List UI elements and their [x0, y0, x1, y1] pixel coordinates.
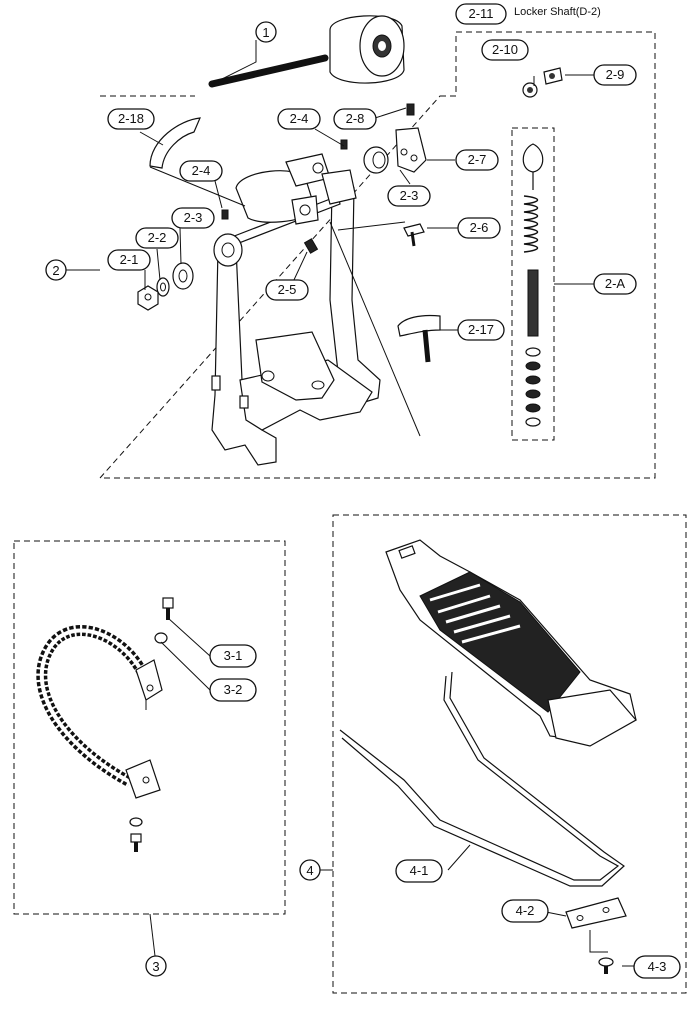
callout-2-9: 2-9: [593, 64, 637, 86]
svg-text:2-7: 2-7: [468, 152, 487, 167]
svg-text:2-4: 2-4: [290, 111, 309, 126]
group-2A-frame: [511, 127, 555, 441]
svg-text:3-2: 3-2: [224, 682, 243, 697]
svg-text:2-18: 2-18: [118, 111, 144, 126]
svg-text:2-3: 2-3: [400, 188, 419, 203]
callout-2-11: 2-11: [455, 3, 507, 25]
leader-lines-2: [66, 40, 594, 437]
header-caption: Locker Shaft(D-2): [514, 6, 601, 18]
callout-3-2: 3-2: [209, 678, 257, 702]
svg-text:2-4: 2-4: [192, 163, 211, 178]
group-4-frame: [332, 514, 687, 994]
callout-2-6: 2-6: [457, 217, 501, 239]
callout-2-A: 2-A: [593, 273, 637, 295]
svg-text:2-5: 2-5: [278, 282, 297, 297]
group-2-frame: [98, 31, 656, 479]
clamp-2-18-icon: [149, 117, 201, 169]
callout-3: 3: [145, 955, 167, 977]
callout-2-4-left: 2-4: [179, 160, 223, 182]
svg-text:4-2: 4-2: [516, 903, 535, 918]
callout-2-8: 2-8: [333, 108, 377, 130]
spring-icon: [522, 143, 544, 427]
callout-4-3: 4-3: [633, 955, 681, 979]
callout-2-2: 2-2: [135, 227, 179, 249]
svg-text:2-8: 2-8: [346, 111, 365, 126]
callouts: 2-11 Locker Shaft(D-2) 1 2 3 4 2-1 2-2: [45, 3, 681, 979]
pedal-frame-icon: [211, 153, 381, 466]
svg-text:2-10: 2-10: [492, 42, 518, 57]
svg-text:4-3: 4-3: [648, 959, 667, 974]
svg-text:2-6: 2-6: [470, 220, 489, 235]
callout-2-18: 2-18: [107, 108, 155, 130]
svg-text:4-1: 4-1: [410, 863, 429, 878]
callout-2-3-left: 2-3: [171, 207, 215, 229]
plate-screw-icon: [565, 897, 627, 974]
svg-text:2-9: 2-9: [606, 67, 625, 82]
svg-text:2-2: 2-2: [148, 230, 167, 245]
callout-2-17: 2-17: [457, 319, 505, 341]
callout-1: 1: [255, 21, 277, 43]
footboard-icon: [385, 539, 637, 747]
callout-2: 2: [45, 259, 67, 281]
svg-text:2: 2: [52, 263, 59, 278]
screw-icon: [221, 209, 229, 220]
svg-text:4: 4: [306, 863, 313, 878]
group-3-frame: [13, 540, 286, 915]
svg-text:3-1: 3-1: [224, 648, 243, 663]
callout-2-4-right: 2-4: [277, 108, 321, 130]
small-parts: [137, 67, 563, 363]
callout-2-3-right: 2-3: [387, 185, 431, 207]
callout-2-1: 2-1: [107, 249, 151, 271]
callout-2-5: 2-5: [265, 279, 309, 301]
callout-3-1: 3-1: [209, 644, 257, 668]
svg-text:2-17: 2-17: [468, 322, 494, 337]
callout-2-7: 2-7: [455, 149, 499, 171]
svg-text:2-1: 2-1: [120, 252, 139, 267]
svg-text:3: 3: [152, 959, 159, 974]
callout-2-10: 2-10: [481, 39, 529, 61]
callout-4-2: 4-2: [501, 899, 549, 923]
svg-text:1: 1: [262, 25, 269, 40]
beater-icon: [208, 15, 405, 88]
svg-text:2-3: 2-3: [184, 210, 203, 225]
chain-icon: [36, 597, 211, 957]
callout-4-1: 4-1: [395, 859, 443, 883]
svg-text:2-A: 2-A: [605, 276, 626, 291]
rod-icon: [339, 671, 625, 887]
callout-4: 4: [299, 859, 321, 881]
svg-text:2-11: 2-11: [468, 6, 493, 21]
